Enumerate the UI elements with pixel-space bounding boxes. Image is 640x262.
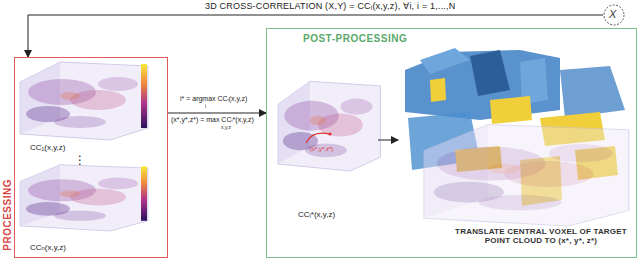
panel-label: CCₙ(x,y,z) <box>30 243 66 252</box>
ellipsis: ⋮ <box>74 154 86 168</box>
panel-label: CCᵢ*(x,y,z) <box>298 210 335 219</box>
flow-arrow <box>28 15 603 57</box>
circle-shape <box>604 5 624 25</box>
formula: i* = argmax CCᵢ(x,y,z) <box>180 95 247 103</box>
formula-subscript: i <box>205 104 206 110</box>
flow-arrow <box>168 113 266 114</box>
post-processing-box: POST-PROCESSING <box>266 28 637 258</box>
maximum-marker: (x*,y*,z*) <box>310 146 333 153</box>
processing-box: PROCESSING <box>14 57 168 258</box>
formula: (x*,y*,z*) = max CCᵢ*(x,y,z) <box>171 116 254 124</box>
input-circle: X <box>603 4 625 26</box>
section-heading: PROCESSING <box>2 179 14 251</box>
panel-label: CC₁(x,y,z) <box>30 143 65 152</box>
diagram-title: 3D CROSS-CORRELATION (X,Y) = CCᵢ(x,y,z),… <box>205 1 455 11</box>
node-symbol: X <box>609 8 616 21</box>
formula-subscript: x,y,z <box>221 125 231 131</box>
section-heading: POST-PROCESSING <box>303 33 407 45</box>
step-caption: TRANSLATE CENTRAL VOXEL OF TARGET POINT … <box>450 227 632 245</box>
